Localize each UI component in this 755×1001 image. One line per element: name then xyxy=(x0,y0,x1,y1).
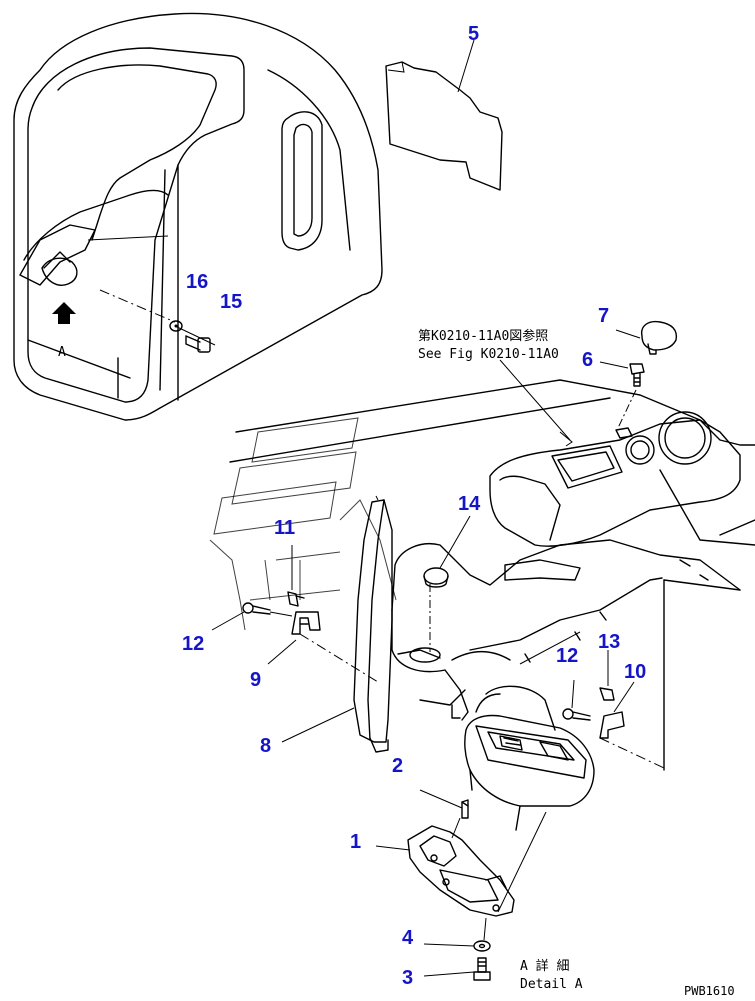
callout-9: 9 xyxy=(250,669,261,691)
callout-12-left: 12 xyxy=(182,633,204,655)
clip-part-11 xyxy=(287,591,305,607)
bolt-part-3 xyxy=(473,957,491,981)
callout-4: 4 xyxy=(402,927,414,949)
callout-10: 10 xyxy=(624,661,646,683)
callout-15: 15 xyxy=(220,291,242,313)
callout-11: 11 xyxy=(274,517,295,539)
callout-13: 13 xyxy=(598,631,620,653)
bracket-part-1 xyxy=(407,825,515,917)
arrow-up-icon xyxy=(52,302,76,324)
callout-8: 8 xyxy=(260,735,271,757)
bolt-part-15 xyxy=(185,335,211,353)
callout-14: 14 xyxy=(458,493,481,515)
clip-part-13 xyxy=(599,687,615,701)
louver-assembly xyxy=(464,685,595,831)
panel-part-8 xyxy=(353,495,393,753)
bolt-part-12-right xyxy=(562,708,591,721)
cab-outline xyxy=(13,12,383,421)
phantom-outline xyxy=(209,417,397,631)
washer-part-4 xyxy=(473,940,491,952)
detail-label-en: Detail A xyxy=(520,977,583,992)
bracket-part-9 xyxy=(291,611,321,635)
callout-12-right: 12 xyxy=(556,645,578,667)
callout-1: 1 xyxy=(350,831,361,853)
drawing-code: PWB1610 xyxy=(684,984,735,998)
callout-7: 7 xyxy=(598,305,609,327)
callout-2: 2 xyxy=(392,755,403,777)
cap-part-14 xyxy=(423,567,449,588)
bracket-part-10 xyxy=(599,711,625,739)
washer-part-16 xyxy=(169,320,183,332)
bolt-part-12-left xyxy=(242,602,271,615)
screw-part-6 xyxy=(629,363,645,387)
reference-note-en: See Fig K0210-11A0 xyxy=(418,347,559,362)
callout-16: 16 xyxy=(186,271,208,293)
detail-label-jp: A 詳 細 xyxy=(520,958,569,974)
callout-5: 5 xyxy=(468,23,479,45)
callout-6: 6 xyxy=(582,349,593,371)
view-marker-a: A xyxy=(58,345,66,360)
pin-part-2 xyxy=(461,799,469,819)
reference-note-jp: 第K0210-11A0図参照 xyxy=(418,328,548,344)
plate-part-5 xyxy=(385,61,503,191)
knob-part-7 xyxy=(641,320,678,355)
callout-3: 3 xyxy=(402,967,413,989)
side-console xyxy=(229,379,755,771)
